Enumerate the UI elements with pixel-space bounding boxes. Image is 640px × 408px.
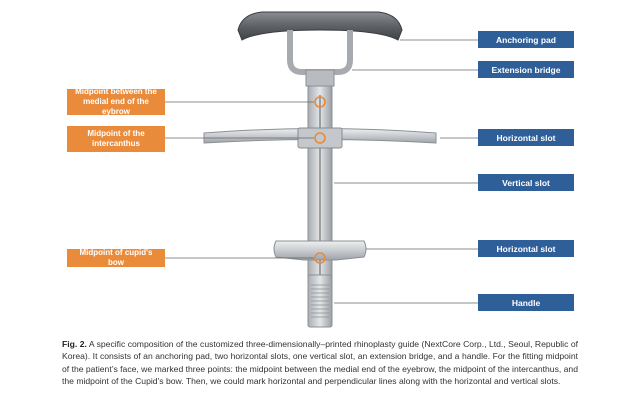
label-midpoint-eyebrow: Midpoint between the medial end of the e… xyxy=(67,87,165,116)
label-handle: Handle xyxy=(478,294,574,311)
bridge-connector xyxy=(305,69,335,87)
label-midpoint-cupid: Midpoint of cupid's bow xyxy=(67,248,165,267)
horizontal-slot-2-shape xyxy=(273,240,367,261)
extension-bridge-shape xyxy=(287,30,353,75)
eyebrow-midpoint-marker xyxy=(314,96,326,108)
figure-area: Anchoring pad Extension bridge Horizonta… xyxy=(67,11,574,328)
label-extension-bridge: Extension bridge xyxy=(478,61,574,78)
handle-grip xyxy=(311,284,329,318)
rhinoplasty-guide-illustration xyxy=(165,11,478,328)
label-midpoint-intercanthus: Midpoint of the intercanthus xyxy=(67,126,165,152)
cupid-bow-midpoint-marker xyxy=(314,252,326,264)
label-vertical-slot: Vertical slot xyxy=(478,174,574,191)
figure-caption: Fig. 2. A specific composition of the cu… xyxy=(62,338,578,388)
caption-text: A specific composition of the customized… xyxy=(62,339,578,387)
label-horizontal-slot-1: Horizontal slot xyxy=(478,129,574,146)
label-horizontal-slot-2: Horizontal slot xyxy=(478,240,574,257)
left-leader-lines xyxy=(165,101,314,259)
anchoring-pad-shape xyxy=(237,11,403,41)
intercanthus-midpoint-marker xyxy=(314,132,326,144)
label-anchoring-pad: Anchoring pad xyxy=(478,31,574,48)
figure-number: Fig. 2. xyxy=(62,339,87,349)
right-leader-lines xyxy=(334,39,478,304)
